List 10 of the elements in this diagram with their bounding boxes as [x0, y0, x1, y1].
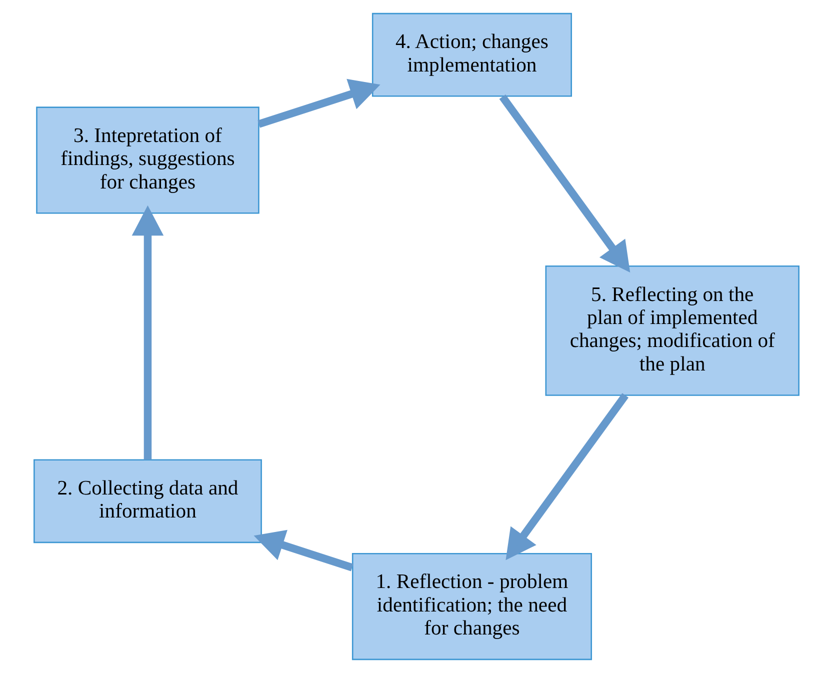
arrow — [131, 205, 164, 460]
arrow — [498, 94, 630, 273]
node-box: 5. Reflecting on the plan of implemented changes; modification of the plan — [544, 266, 799, 396]
arrow — [505, 393, 628, 560]
arrow — [253, 530, 353, 572]
node-box: 2. Collecting data and information — [33, 459, 262, 544]
arrow — [257, 78, 380, 128]
node-box: 4. Action; changes implementation — [371, 12, 572, 97]
node-box: 3. Intepretation of findings, suggestions for changes — [36, 106, 259, 214]
node-box: 1. Reflection - problem identification; the need for changes — [351, 552, 592, 660]
